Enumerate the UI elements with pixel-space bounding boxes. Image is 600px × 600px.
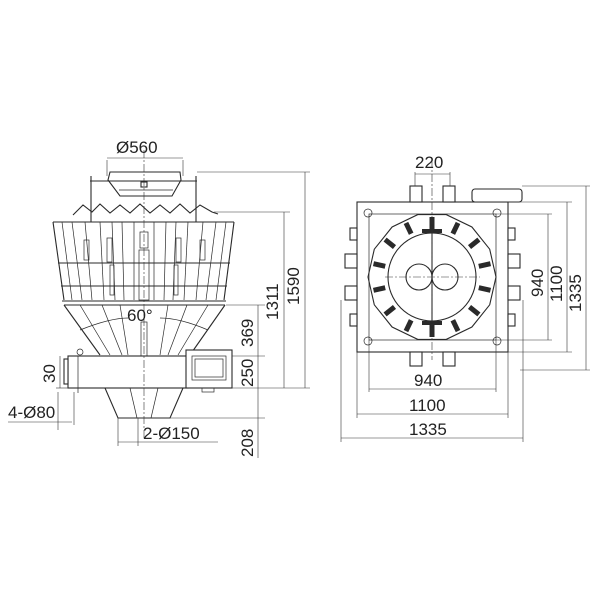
bucket-height-label: 1311: [263, 283, 282, 320]
discharge-cone: 60°: [63, 304, 226, 357]
control-panel: [185, 349, 233, 393]
depth-overall-label: 1335: [566, 274, 585, 312]
outlet-spec-label: 2-Ø150: [143, 424, 200, 443]
cone-angle-label: 60°: [127, 306, 153, 325]
side-motors: [344, 185, 523, 367]
frame-outline: [356, 201, 509, 353]
cone-height-label: 369: [238, 319, 257, 347]
weigh-buckets: [52, 203, 235, 302]
depth-inner-label: 940: [528, 269, 547, 297]
bucket-mark: [383, 304, 397, 317]
bucket-mark: [403, 221, 414, 235]
front-dimensions: Ø560 1590 1311 369 250 208 30 4-Ø80 2-Ø1…: [8, 138, 310, 458]
bucket-mark: [403, 319, 414, 333]
bucket-mark: [467, 237, 481, 250]
bucket-ribs: [61, 221, 227, 301]
top-view: 220 940 1100 1335 940 1100 1335: [340, 153, 590, 442]
foot-spec-label: 4-Ø80: [8, 403, 55, 422]
chute-height-label: 208: [238, 429, 257, 457]
bucket-mark: [450, 221, 461, 235]
top-dimensions: 220 940 1100 1335 940 1100 1335: [340, 153, 590, 442]
bucket-mark: [383, 237, 397, 250]
bucket-ring-outline: [367, 214, 497, 340]
bucket-mark: [450, 319, 461, 333]
top-hopper: [90, 157, 197, 222]
machine-base: [63, 150, 233, 440]
depth-frame-label: 1100: [547, 265, 566, 302]
hopper-diameter-label: Ø560: [116, 138, 158, 157]
bucket-mark: [478, 285, 492, 293]
bucket-mark: [372, 285, 386, 293]
width-overall-label: 1335: [409, 420, 447, 439]
base-height-label: 250: [238, 359, 257, 387]
width-inner-label: 940: [414, 371, 442, 390]
bucket-mark: [372, 261, 386, 269]
bucket-mark: [467, 304, 481, 317]
foot-height-label: 30: [40, 364, 59, 383]
front-view: 60°: [8, 138, 310, 458]
overall-height-label: 1590: [284, 267, 303, 305]
bucket-mark: [478, 261, 492, 269]
top-width-label: 220: [415, 153, 443, 172]
width-frame-label: 1100: [409, 396, 446, 415]
